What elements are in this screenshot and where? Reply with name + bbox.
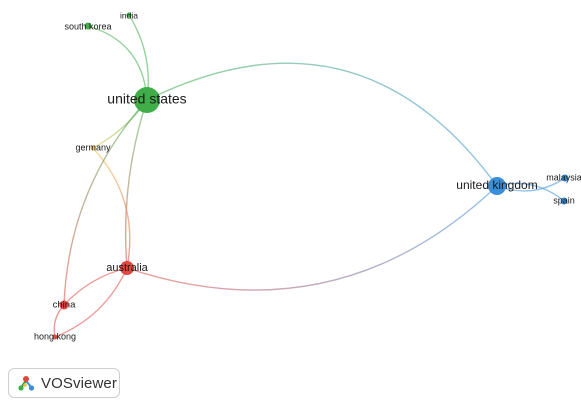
label-spain: spain xyxy=(553,195,575,205)
link-australia-china[interactable] xyxy=(63,267,128,306)
node-spain[interactable] xyxy=(560,197,568,205)
vosviewer-badge[interactable]: VOSviewer xyxy=(8,368,120,398)
label-hong-kong: hong kong xyxy=(34,331,76,341)
label-south-korea: south korea xyxy=(64,21,111,31)
node-united-states[interactable] xyxy=(134,87,160,113)
node-malaysia[interactable] xyxy=(561,174,569,182)
node-south-korea[interactable] xyxy=(84,22,92,30)
link-united-states-united-kingdom[interactable] xyxy=(146,62,498,187)
node-india[interactable] xyxy=(126,12,132,18)
node-china[interactable] xyxy=(59,300,69,310)
link-united-kingdom-australia[interactable] xyxy=(126,185,498,291)
label-united-kingdom: united kingdom xyxy=(456,178,537,192)
label-malaysia: malaysia xyxy=(546,172,581,182)
nodes-layer xyxy=(52,12,569,340)
node-germany[interactable] xyxy=(90,145,96,151)
node-australia[interactable] xyxy=(120,261,134,275)
link-united-states-south-korea[interactable] xyxy=(87,25,148,101)
vosviewer-logo-icon xyxy=(18,376,35,391)
badge-label: VOSviewer xyxy=(41,374,117,392)
label-united-states: united states xyxy=(107,91,186,107)
link-united-states-australia[interactable] xyxy=(124,99,148,269)
labels-layer: united states south korea india germany unit… xyxy=(34,10,581,341)
label-india: india xyxy=(120,10,138,20)
label-australia: australia xyxy=(106,262,148,274)
node-united-kingdom[interactable] xyxy=(488,177,506,195)
node-hong-kong[interactable] xyxy=(52,334,58,340)
link-united-states-china[interactable] xyxy=(63,99,148,306)
link-australia-hong-kong[interactable] xyxy=(54,267,128,338)
label-germany: germany xyxy=(75,142,111,152)
links-layer xyxy=(53,14,566,338)
label-china: china xyxy=(53,300,76,311)
link-germany-australia[interactable] xyxy=(92,147,131,269)
